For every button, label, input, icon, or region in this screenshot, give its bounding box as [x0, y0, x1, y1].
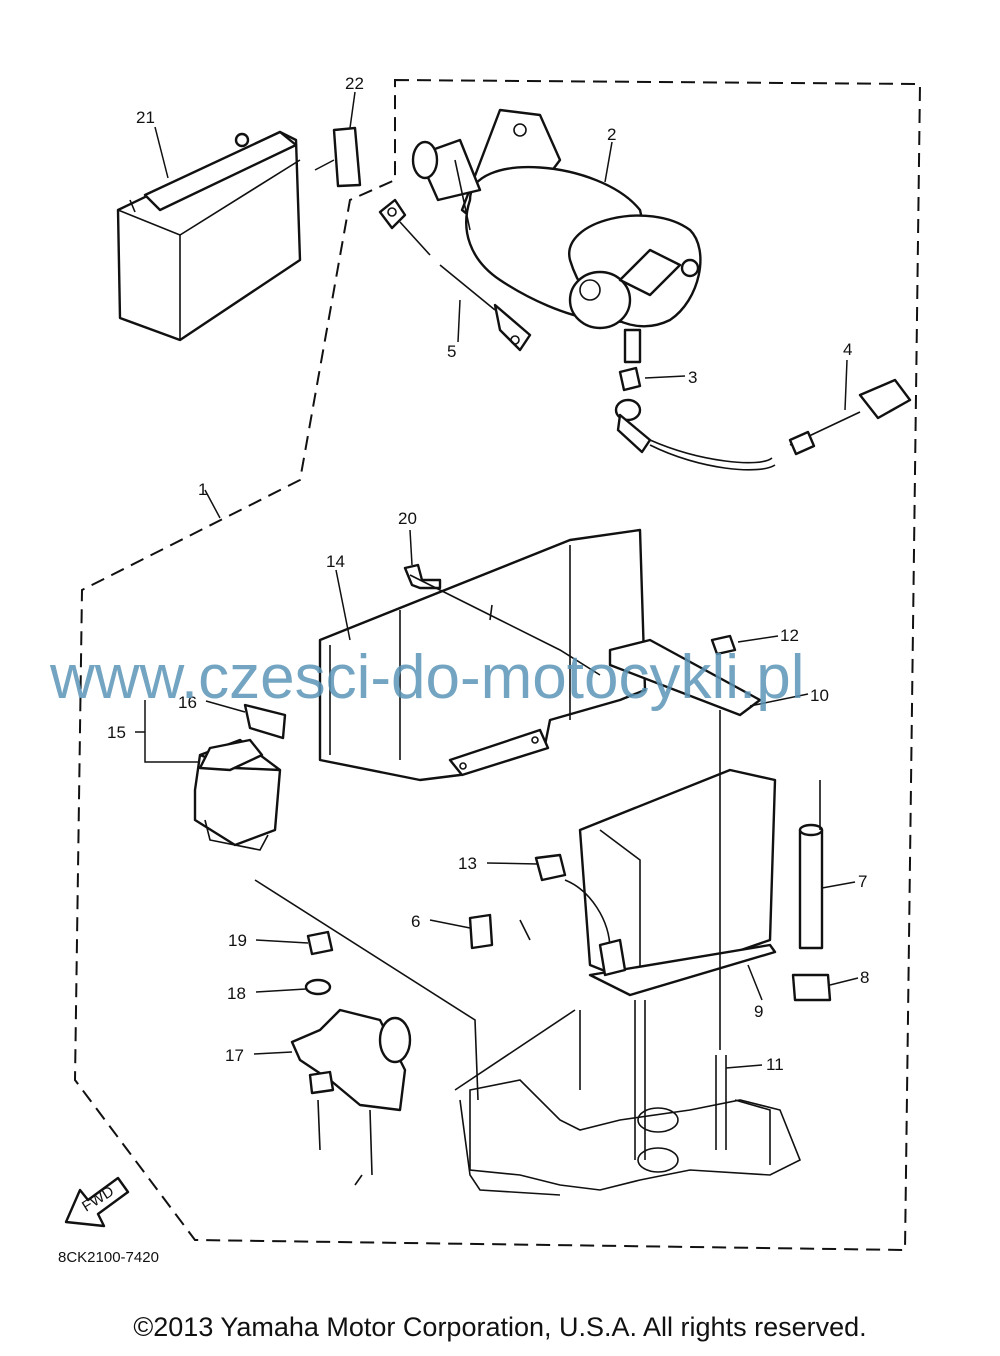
callout-10: 10 — [810, 686, 829, 705]
callout-6: 6 — [411, 912, 420, 931]
leader-lines — [135, 91, 859, 1069]
washer — [304, 978, 332, 996]
grommet — [791, 973, 832, 1002]
battery — [116, 130, 302, 342]
callout-15: 15 — [107, 723, 126, 742]
nut — [618, 366, 642, 392]
callout-19: 19 — [228, 931, 247, 950]
callout-12: 12 — [780, 626, 799, 645]
watermark: www.czesci-do-motocykli.pl — [49, 643, 805, 712]
lead-wire — [614, 378, 912, 471]
callout-7: 7 — [858, 872, 867, 891]
callout-3: 3 — [688, 368, 697, 387]
controller-unit — [564, 768, 777, 997]
connector — [534, 853, 567, 882]
callout-17: 17 — [225, 1046, 244, 1065]
collar — [798, 823, 824, 950]
callout-1: 1 — [198, 480, 207, 499]
callout-14: 14 — [326, 552, 345, 571]
bracket — [318, 528, 647, 782]
copyright-notice: ©2013 Yamaha Motor Corporation, U.S.A. A… — [133, 1312, 867, 1342]
starter-cable — [378, 198, 532, 352]
fwd-arrow-icon: FWD — [64, 1176, 130, 1228]
callout-18: 18 — [227, 984, 246, 1003]
diagram-code: 8CK2100-7420 — [58, 1249, 159, 1266]
callout-22: 22 — [345, 74, 364, 93]
assembly-lines — [254, 574, 821, 1151]
battery-label — [332, 126, 362, 188]
flange-nut — [710, 634, 737, 656]
starter-motor — [411, 108, 702, 364]
callout-8: 8 — [860, 968, 869, 987]
callout-16: 16 — [178, 693, 197, 712]
bolt — [403, 563, 442, 590]
callout-4: 4 — [843, 340, 852, 359]
plate — [608, 638, 762, 717]
callout-11: 11 — [766, 1055, 784, 1074]
switch — [290, 1008, 412, 1186]
fuse — [243, 703, 287, 740]
callout-21: 21 — [136, 108, 155, 127]
callout-13: 13 — [458, 854, 477, 873]
callout-20: 20 — [398, 509, 417, 528]
relay — [193, 738, 282, 851]
base-bracket — [459, 1000, 802, 1196]
nut-19 — [306, 930, 334, 956]
callout-2: 2 — [607, 125, 616, 144]
assembly-boundary — [73, 78, 922, 1252]
pad — [468, 913, 494, 950]
callout-5: 5 — [447, 342, 456, 361]
callout-9: 9 — [754, 1002, 763, 1021]
